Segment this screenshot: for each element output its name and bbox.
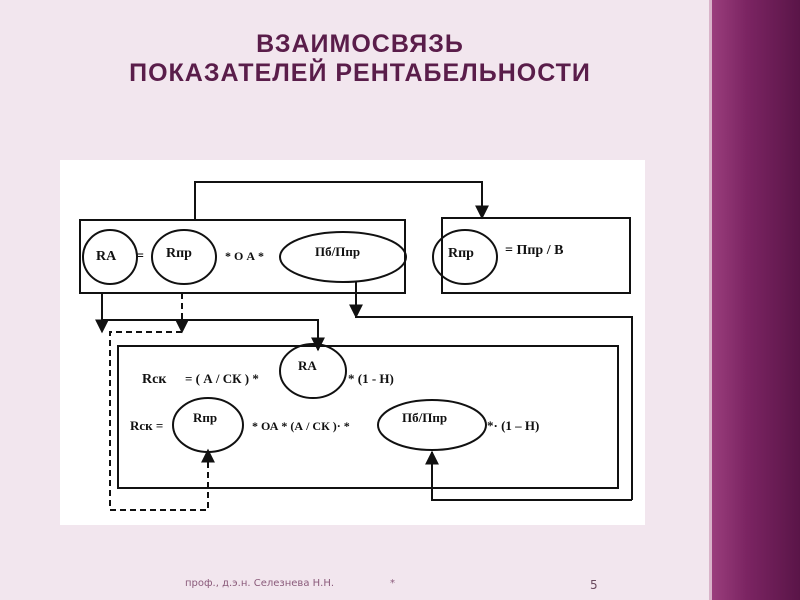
diagram-panel: RА = Rпр * О А * Пб/Ппр Rпр = Ппр / В Rс…: [60, 160, 645, 525]
page-number: 5: [590, 578, 598, 592]
row1-eq: =: [136, 249, 144, 264]
ellipse-rpr-right: [432, 229, 498, 285]
row1-rpr: Rпр: [166, 246, 192, 261]
ellipse-pb-ppr-bottom: [377, 399, 487, 451]
connector-pb-to-right: [355, 282, 633, 500]
row3-mult-oa-a-sk: * ОА * (А / СК )· *: [252, 419, 350, 433]
row2-rsk: Rск: [142, 372, 167, 387]
row1-rpr-right: Rпр: [448, 246, 474, 261]
row1-eq-ppr-v: = Ппр / В: [505, 243, 563, 258]
dashed-connector-loop: [109, 331, 215, 511]
slide-title: ВЗАИМОСВЯЗЬ ПОКАЗАТЕЛЕЙ РЕНТАБЕЛЬНОСТИ: [60, 30, 660, 88]
ellipse-pb-ppr-top: [279, 231, 407, 283]
row1-ra: RА: [96, 249, 117, 264]
row2-ra: RА: [298, 358, 317, 373]
row3-pb-ppr: Пб/Ппр: [402, 410, 447, 425]
ellipse-rpr-top: [151, 229, 217, 285]
title-line-2: ПОКАЗАТЕЛЕЙ РЕНТАБЕЛЬНОСТИ: [129, 59, 591, 87]
footer-author: проф., д.э.н. Селезнева Н.Н.: [185, 578, 335, 589]
row1-pb-ppr: Пб/Ппр: [315, 244, 360, 259]
connector-box-to-ra: [101, 293, 325, 352]
row1-mult-oa: * О А *: [225, 249, 264, 263]
ellipse-ra-top: [82, 229, 138, 285]
row2-mult-1-n: * (1 - Н): [348, 371, 394, 386]
title-line-1: ВЗАИМОСВЯЗЬ: [256, 30, 464, 58]
footer-star: *: [390, 578, 395, 589]
row3-rsk-eq: Rск =: [130, 418, 163, 433]
ellipse-rpr-bottom: [172, 397, 244, 453]
decorative-side-band: [709, 0, 800, 600]
row3-mult-1-n: *· (1 – Н): [487, 418, 539, 433]
profitability-diagram: RА = Rпр * О А * Пб/Ппр Rпр = Ппр / В Rс…: [79, 181, 633, 511]
formula-box-rsk: [117, 345, 619, 489]
row3-rpr: Rпр: [193, 410, 217, 425]
connector-top: [194, 181, 489, 220]
ellipse-ra-middle: [279, 343, 347, 399]
connector-right-to-pb-bottom: [425, 450, 632, 501]
row2-eq-a-sk: = ( А / СК ) *: [185, 371, 259, 386]
formula-box-rpr: [441, 217, 631, 294]
